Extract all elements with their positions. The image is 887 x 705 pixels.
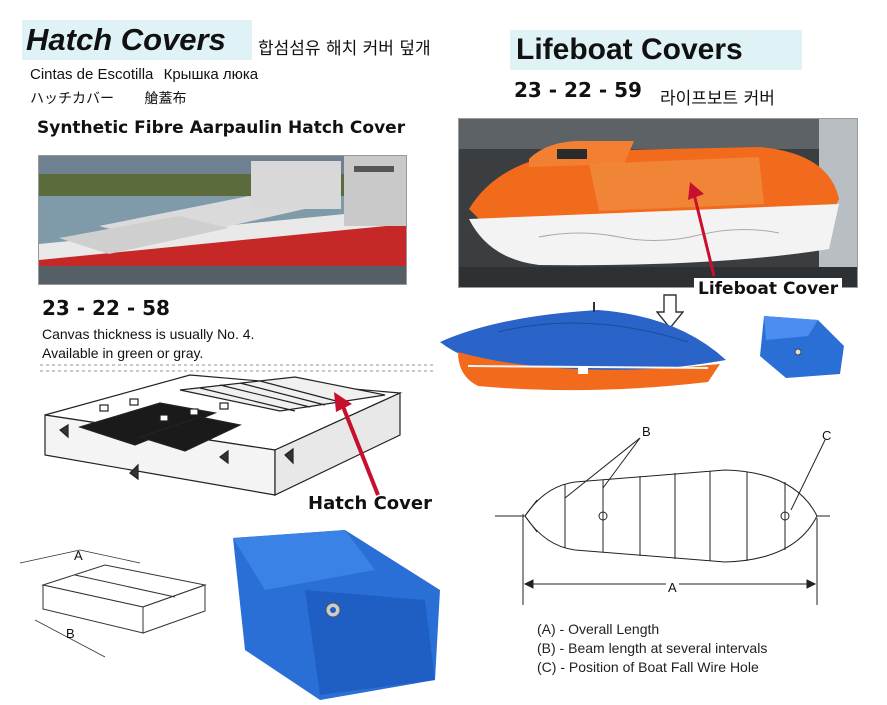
diagram-label-c: C — [822, 428, 832, 443]
dimension-label-a: A — [74, 548, 83, 563]
diagram-label-a: A — [666, 580, 679, 595]
hatch-cover-note-1: Canvas thickness is usually No. 4. — [42, 326, 255, 342]
covered-lifeboat-photo — [438, 302, 728, 394]
hatch-deck-drawing — [40, 355, 435, 515]
hatch-cover-code: 23 - 22 - 58 — [42, 296, 170, 320]
lifeboat-covers-title: Lifeboat Covers — [510, 30, 802, 70]
down-arrow-icon — [655, 294, 685, 330]
alt-name-spanish: Cintas de Escotilla — [30, 66, 154, 83]
alt-names-line2: ハッチカバー 艙蓋布 — [30, 88, 186, 108]
hatch-covers-title-korean: 합섬섬유 해치 커버 덮개 — [258, 39, 431, 59]
alt-name-russian: Крышка люка — [163, 66, 259, 83]
lifeboat-photo — [458, 118, 858, 288]
alt-names-line1: Cintas de Escotilla Крышка люка — [30, 66, 258, 83]
lifeboat-arrow — [682, 180, 722, 280]
lifeboat-callout: Lifeboat Cover — [694, 278, 843, 300]
hatch-cover-ship-photo — [38, 155, 407, 285]
lifeboat-plan-diagram — [495, 430, 840, 610]
legend-overall-length: (A) - Overall Length — [537, 621, 660, 637]
alt-name-chinese: 艙蓋布 — [144, 91, 187, 107]
blue-tarp-photo — [225, 530, 450, 700]
legend-beam-length: (B) - Beam length at several intervals — [537, 640, 768, 656]
lifeboat-cover-code: 23 - 22 - 59 — [514, 78, 642, 102]
hatch-covers-title: Hatch Covers — [22, 20, 252, 60]
alt-name-japanese: ハッチカバー — [30, 91, 114, 107]
hatch-dimension-drawing — [15, 545, 215, 665]
lifeboat-covers-title-korean: 라이프보트 커버 — [660, 89, 775, 109]
hatch-cover-arrow — [330, 390, 390, 500]
folded-blue-tarp-photo — [758, 316, 848, 378]
hatch-cover-note-2: Available in green or gray. — [42, 345, 204, 361]
diagram-label-b: B — [642, 424, 651, 439]
legend-fall-wire-hole: (C) - Position of Boat Fall Wire Hole — [537, 659, 759, 675]
dimension-label-b: B — [66, 626, 75, 641]
hatch-cover-subtitle: Synthetic Fibre Aarpaulin Hatch Cover — [37, 118, 406, 138]
hatch-cover-callout: Hatch Cover — [308, 493, 432, 514]
